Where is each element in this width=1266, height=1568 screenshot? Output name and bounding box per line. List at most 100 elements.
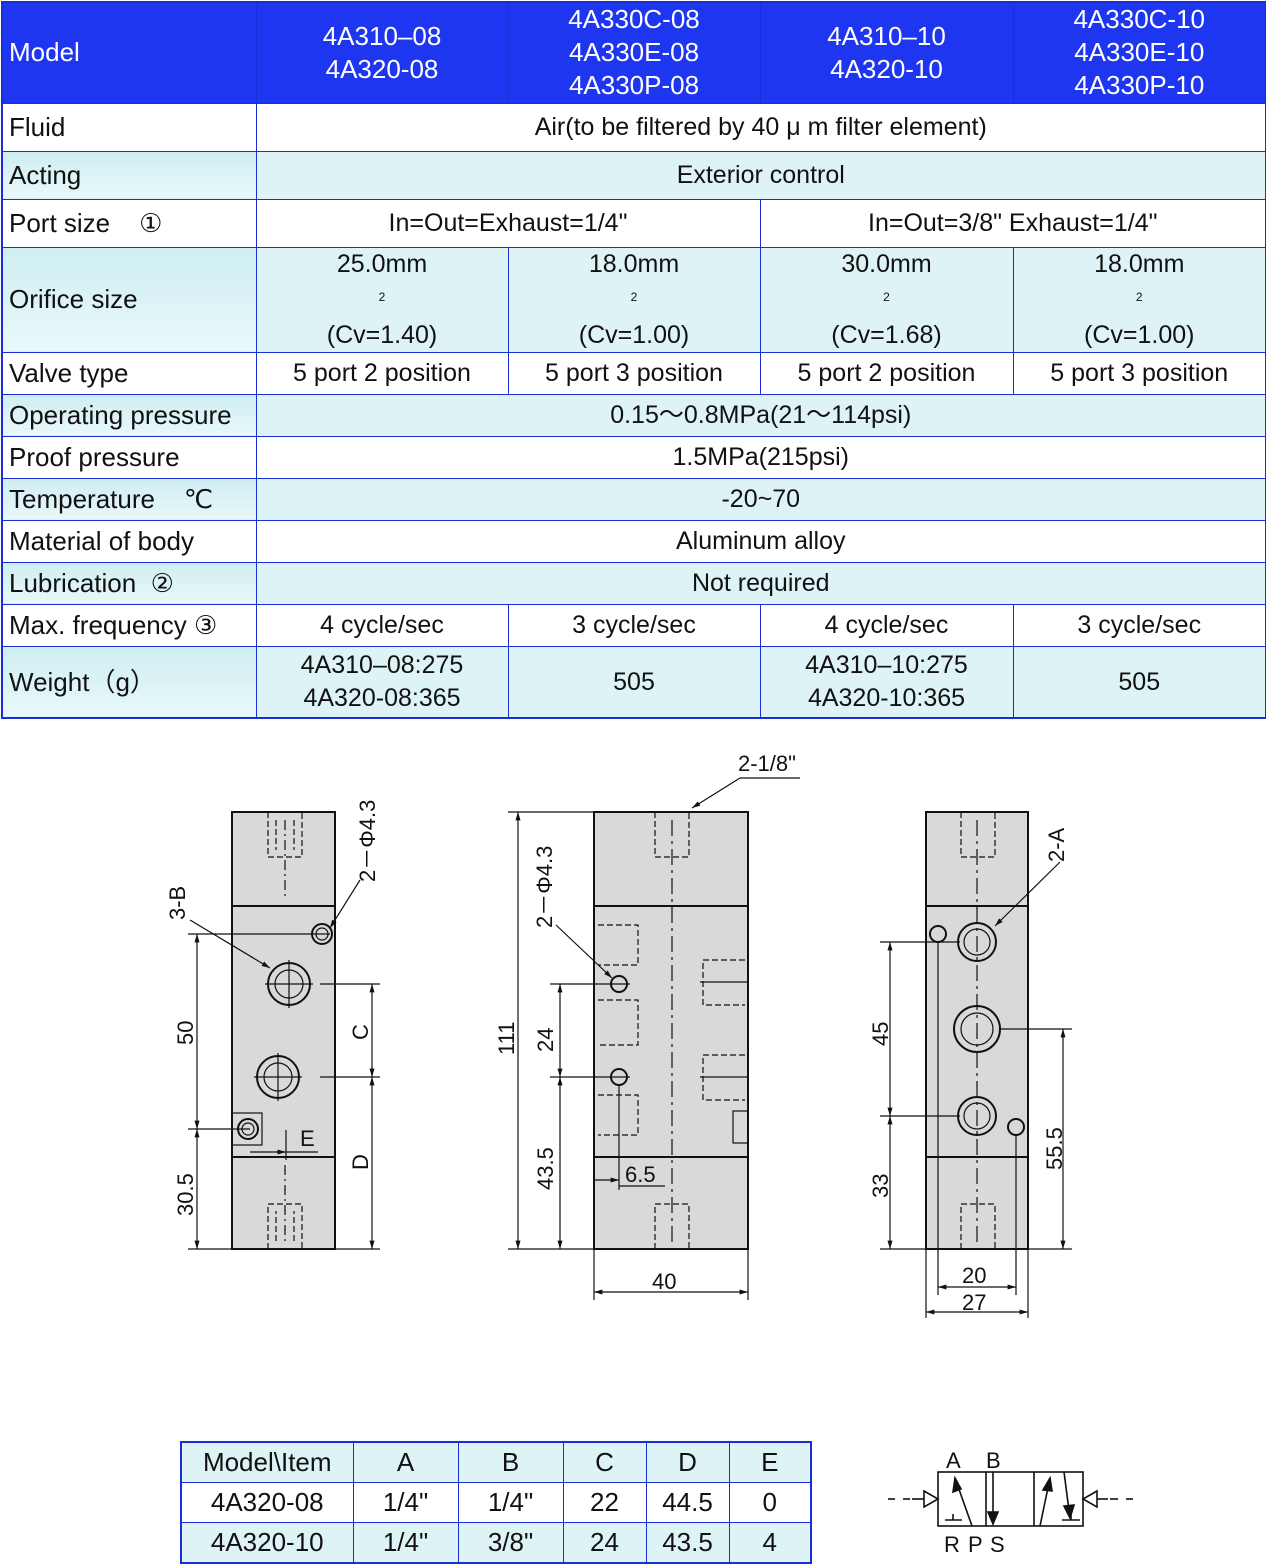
temperature-row: Temperature ℃ -20~70 <box>1 477 1266 521</box>
proof-pressure-row: Proof pressure 1.5MPa(215psi) <box>1 435 1266 479</box>
dimension-cell: 22 <box>562 1482 647 1523</box>
port-b: B <box>986 1448 1001 1473</box>
dimension-cell: 44.5 <box>645 1482 730 1523</box>
dimension-cell: 24 <box>562 1522 647 1564</box>
top-port-label: 2-1/8" <box>738 751 796 776</box>
dimension-cell: 1/4" <box>352 1522 459 1564</box>
port-size-value: In=Out=Exhaust=1/4" <box>255 198 761 248</box>
dim-label: 24 <box>533 1028 558 1052</box>
temperature-value: -20~70 <box>255 477 1266 521</box>
temperature-label: Temperature ℃ <box>1 477 257 521</box>
dim-label: 43.5 <box>533 1147 558 1190</box>
dimension-cell: 43.5 <box>645 1522 730 1564</box>
dimension-header: D <box>645 1441 730 1483</box>
operating-pressure-row: Operating pressure 0.15～0.8MPa(21～114psi… <box>1 393 1266 437</box>
dimension-cell: 1/4" <box>457 1482 564 1523</box>
dim-label: 20 <box>962 1263 986 1288</box>
dim-label: E <box>300 1126 315 1151</box>
proof-pressure-value: 1.5MPa(215psi) <box>255 435 1266 479</box>
orifice-label: Orifice size <box>1 246 257 353</box>
fluid-label: Fluid <box>1 102 257 152</box>
valve-type-cell: 5 port 3 position <box>1012 351 1266 395</box>
unit-celsius: ℃ <box>183 483 214 514</box>
frequency-cell: 4 cycle/sec <box>255 603 509 647</box>
left-view <box>188 811 380 1250</box>
dimension-drawing: 3-B 2－Φ4.3 50 30.5 C D E 2-1/8" 2－Φ4.3 1… <box>165 751 1072 1318</box>
operating-pressure-label: Operating pressure <box>1 393 257 437</box>
dim-label: 6.5 <box>625 1162 656 1187</box>
dim-label: 50 <box>173 1021 198 1045</box>
dimension-header: Model\Item <box>180 1441 354 1483</box>
dim-label: C <box>348 1024 373 1040</box>
port-b-label: 3-B <box>165 886 190 920</box>
fluid-row: Fluid Air(to be filtered by 40 μ m filte… <box>1 102 1266 152</box>
weight-cell: 505 <box>1012 645 1266 719</box>
dim-label: 45 <box>868 1022 893 1046</box>
table-row: 4A320-10 1/4" 3/8" 24 43.5 4 <box>180 1522 812 1564</box>
dim-label: 111 <box>494 1022 519 1055</box>
port-p: P <box>968 1532 983 1557</box>
dim-label: 40 <box>652 1269 676 1294</box>
port-r: R <box>944 1532 960 1557</box>
valve-type-cell: 5 port 3 position <box>507 351 761 395</box>
dim-label: 55.5 <box>1042 1127 1067 1170</box>
lubrication-row: Lubrication ② Not required <box>1 561 1266 605</box>
dimension-table: Model\Item A B C D E 4A320-08 1/4" 1/4" … <box>180 1441 812 1564</box>
right-view <box>880 811 1072 1318</box>
model-label: Model <box>1 1 257 104</box>
dimension-header-row: Model\Item A B C D E <box>180 1441 812 1483</box>
valve-type-cell: 5 port 2 position <box>759 351 1014 395</box>
dimension-cell: 4 <box>728 1522 812 1564</box>
hole-label: 2－Φ4.3 <box>355 800 380 882</box>
port-size-label: Port size ① <box>1 198 257 248</box>
dim-label: 27 <box>962 1290 986 1315</box>
weight-label: Weight（g） <box>1 645 257 719</box>
dimension-cell: 1/4" <box>352 1482 459 1523</box>
frequency-cell: 4 cycle/sec <box>759 603 1014 647</box>
table-row: 4A320-08 1/4" 1/4" 22 44.5 0 <box>180 1482 812 1523</box>
acting-label: Acting <box>1 150 257 200</box>
valve-type-label: Valve type <box>1 351 257 395</box>
frequency-cell: 3 cycle/sec <box>1012 603 1266 647</box>
dim-label: D <box>348 1154 373 1170</box>
port-size-value: In=Out=3/8" Exhaust=1/4" <box>759 198 1266 248</box>
port-a: A <box>946 1448 961 1473</box>
note-marker: ② <box>150 567 174 598</box>
valve-type-row: Valve type 5 port 2 position 5 port 3 po… <box>1 351 1266 395</box>
material-value: Aluminum alloy <box>255 519 1266 563</box>
dimension-header: A <box>352 1441 459 1483</box>
middle-view <box>508 777 800 1300</box>
note-marker: ① <box>139 207 163 238</box>
frequency-row: Max. frequency ③ 4 cycle/sec 3 cycle/sec… <box>1 603 1266 647</box>
dimension-header: C <box>562 1441 647 1483</box>
acting-row: Acting Exterior control <box>1 150 1266 200</box>
dimension-cell: 3/8" <box>457 1522 564 1564</box>
lubrication-value: Not required <box>255 561 1266 605</box>
valve-type-cell: 5 port 2 position <box>255 351 509 395</box>
frequency-label: Max. frequency ③ <box>1 603 257 647</box>
valve-symbol: A B R P S <box>888 1448 1133 1557</box>
hole-label: 2－Φ4.3 <box>532 846 557 928</box>
dim-label: 30.5 <box>173 1173 198 1216</box>
dimension-cell: 4A320-10 <box>180 1522 354 1564</box>
frequency-cell: 3 cycle/sec <box>507 603 761 647</box>
proof-pressure-label: Proof pressure <box>1 435 257 479</box>
dimension-cell: 4A320-08 <box>180 1482 354 1523</box>
note-marker: ③ <box>193 609 218 640</box>
port-size-row: Port size ① In=Out=Exhaust=1/4" In=Out=3… <box>1 198 1266 248</box>
dimension-header: B <box>457 1441 564 1483</box>
